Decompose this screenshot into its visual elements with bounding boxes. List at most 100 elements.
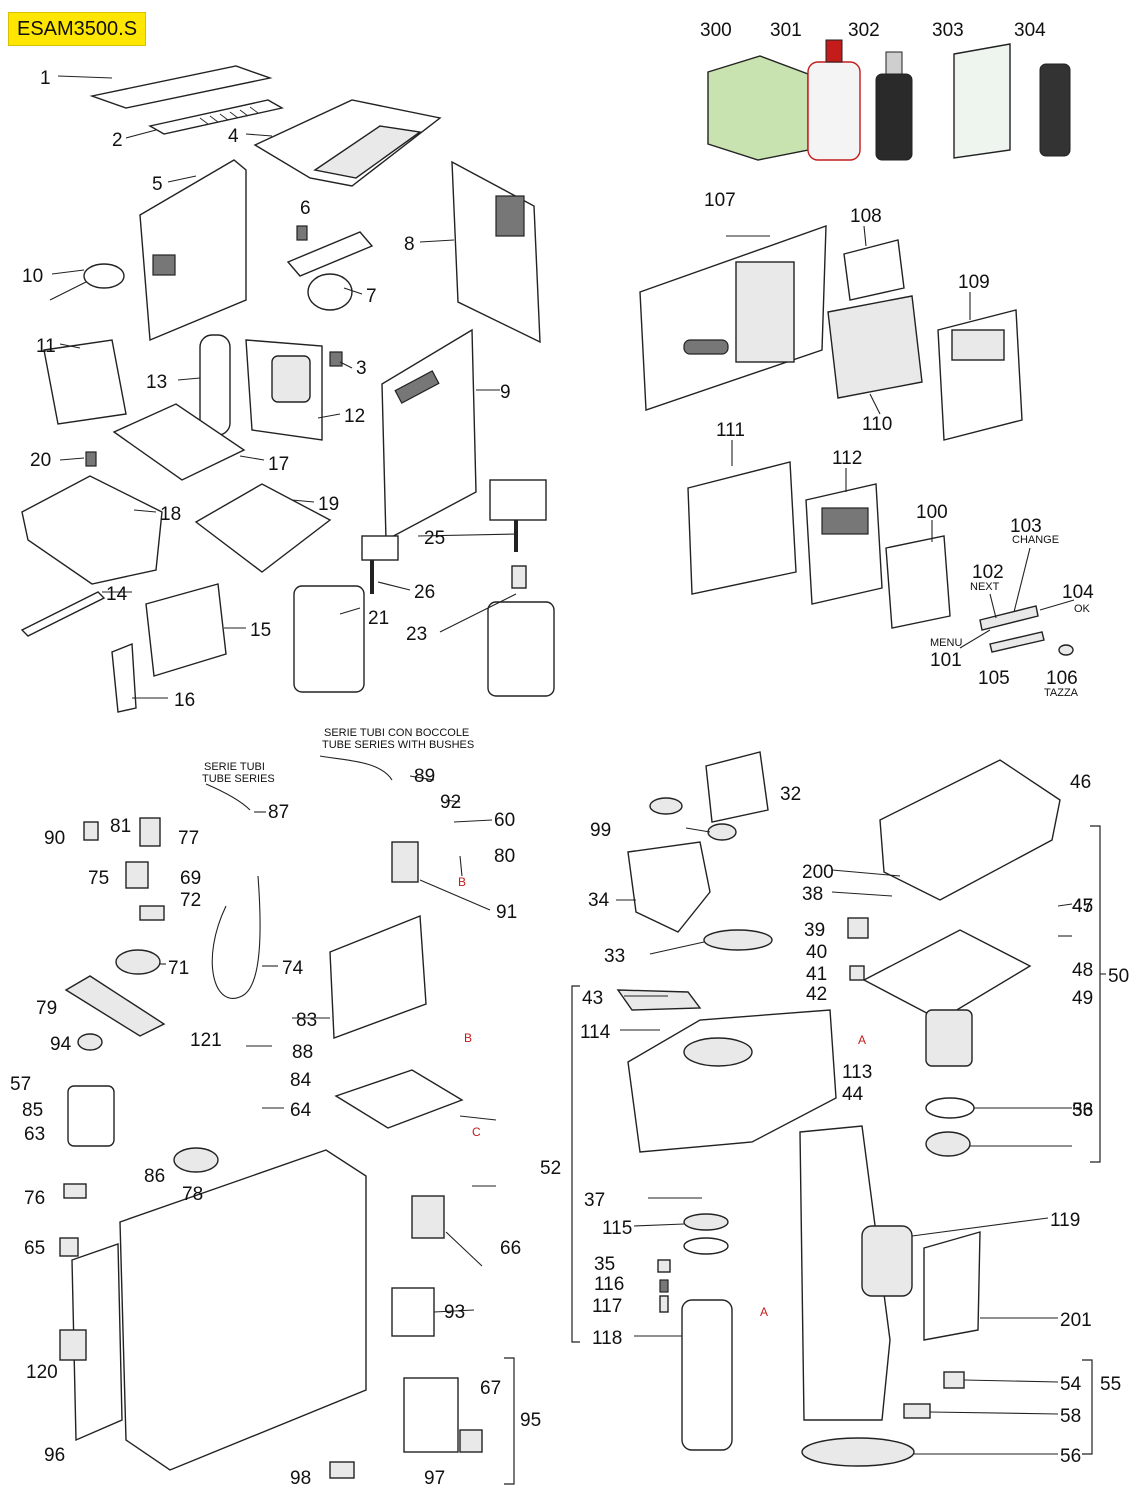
part-label-98: 98 <box>290 1468 311 1489</box>
part-71-pump-connector <box>115 949 161 975</box>
part-6-knob <box>296 225 308 241</box>
part-label-111: 111 <box>716 420 745 441</box>
part-37-brew-body <box>627 1009 837 1153</box>
part-label-86: 86 <box>144 1166 165 1187</box>
caption-tube-bushes-en: TUBE SERIES WITH BUSHES <box>322 739 474 751</box>
part-label-113: 113 <box>842 1062 872 1083</box>
accessory-303-box <box>953 43 1011 159</box>
part-label-35: 35 <box>594 1254 615 1275</box>
part-label-49: 49 <box>1072 988 1093 1009</box>
part-200-belt <box>703 929 773 951</box>
part-67-power-board <box>71 1243 123 1442</box>
brace-96 <box>504 1357 515 1485</box>
part-106-button <box>1058 644 1074 656</box>
part-label-116: 116 <box>594 1274 624 1295</box>
part-105-buttons <box>989 631 1045 653</box>
part-label-10: 10 <box>22 266 43 287</box>
part-11-bin <box>43 339 127 425</box>
part-label-112: 112 <box>832 448 862 469</box>
part-label-105: 105 <box>978 668 1010 689</box>
part-label-67: 67 <box>480 1378 501 1399</box>
part-label-119: 119 <box>1050 1210 1080 1231</box>
part-label-7: 7 <box>366 286 377 307</box>
part-87-tube <box>205 783 251 811</box>
part-label-120: 120 <box>26 1362 58 1383</box>
part-23-plug <box>511 565 527 589</box>
part-68-clip <box>459 1429 483 1453</box>
part-label-52: 52 <box>540 1158 561 1179</box>
part-label-89: 89 <box>414 766 435 787</box>
accessory-301-bottle <box>807 61 861 161</box>
leader-lines <box>51 75 1075 1455</box>
part-67-transformer <box>59 1329 87 1361</box>
part-label-108: 108 <box>850 206 882 227</box>
accessory-label-304: 304 <box>1014 20 1046 41</box>
part-4-grid <box>313 125 422 179</box>
accessory-label-303: 303 <box>932 20 964 41</box>
part-label-87: 87 <box>268 802 289 823</box>
part-label-32: 32 <box>780 784 801 805</box>
accessory-label-300: 300 <box>700 20 732 41</box>
caption-tube-it: SERIE TUBI <box>204 761 265 773</box>
part-label-21: 21 <box>368 608 389 629</box>
part-20-screw <box>85 451 97 467</box>
accessory-301-cap <box>825 39 843 63</box>
accessory-302-spray <box>875 73 913 161</box>
part-91-bracket <box>329 914 427 1039</box>
part-label-100: 100 <box>916 502 948 523</box>
part-36-seal <box>683 1237 729 1255</box>
part-label-8: 8 <box>404 234 415 255</box>
part-65-bracket <box>63 1183 87 1199</box>
part-108-display-window <box>843 239 905 301</box>
accessory-label-302: 302 <box>848 20 880 41</box>
part-52-burr <box>925 1131 971 1157</box>
part-100-button-board <box>885 535 951 629</box>
part-label-48: 48 <box>1072 960 1093 981</box>
part-66-bracket <box>59 1237 79 1257</box>
part-53-motor <box>925 1009 973 1067</box>
part-96-valve-assembly <box>403 1377 459 1453</box>
part-10-scoop <box>83 263 125 289</box>
part-42-clip <box>849 965 865 981</box>
part-78-flowmeter <box>173 1147 219 1173</box>
part-label-79: 79 <box>36 998 57 1019</box>
part-label-17: 17 <box>268 454 289 475</box>
part-label-77: 77 <box>178 828 199 849</box>
part-107-window <box>735 261 795 363</box>
part-label-64: 64 <box>290 1100 312 1121</box>
part-111-support <box>687 461 797 595</box>
part-label-47: 47 <box>1072 896 1093 917</box>
part-label-85: 85 <box>22 1100 43 1121</box>
caption-tazza: TAZZA <box>1044 687 1079 699</box>
part-label-101: 101 <box>930 650 962 671</box>
caption-ok: OK <box>1074 603 1091 615</box>
part-17-drip-grid <box>112 403 246 481</box>
part-93-solenoid <box>411 1195 445 1239</box>
part-109-display <box>951 329 1005 361</box>
part-label-54: 54 <box>1060 1374 1082 1395</box>
part-35-filter <box>683 1213 729 1231</box>
part-107-front-panel <box>639 224 827 411</box>
control-panel-group <box>639 224 1074 656</box>
part-10-handle <box>49 281 87 301</box>
part-33-upper-piston <box>627 841 711 933</box>
part-label-41: 41 <box>806 964 827 985</box>
part-label-57: 57 <box>10 1074 31 1095</box>
part-16-cover <box>111 642 137 713</box>
part-label-117: 117 <box>592 1296 622 1317</box>
part-18-drip-tray <box>21 475 163 585</box>
part-label-19: 19 <box>318 494 339 515</box>
part-79-bracket <box>64 975 166 1037</box>
part-label-9: 9 <box>500 382 511 403</box>
part-102-104-buttons <box>979 605 1039 631</box>
part-label-106: 106 <box>1046 668 1078 689</box>
part-label-109: 109 <box>958 272 990 293</box>
marker-a-1: A <box>858 1033 866 1047</box>
part-15-grounds-container <box>145 583 227 677</box>
part-label-78: 78 <box>182 1184 203 1205</box>
part-label-15: 15 <box>250 620 271 641</box>
part-25-float <box>489 479 547 521</box>
part-8-vent <box>495 195 525 237</box>
part-label-16: 16 <box>174 690 195 711</box>
